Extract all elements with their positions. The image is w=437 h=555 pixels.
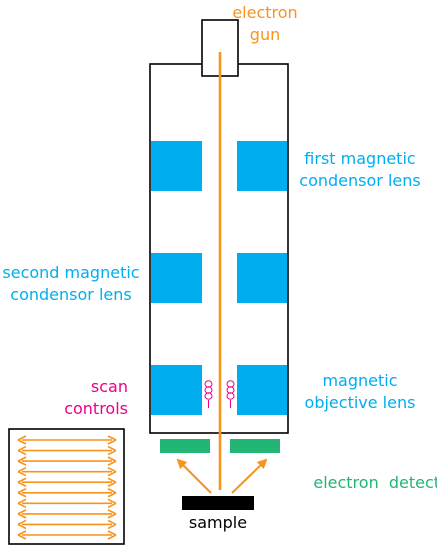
objective-lens-right: [237, 365, 287, 415]
scan-raster-line: [17, 445, 117, 456]
scan-raster-line: [17, 435, 117, 445]
scan-coil-loop: [226, 386, 235, 394]
scan-coil-right: [226, 380, 235, 408]
scan-raster-line: [17, 477, 117, 487]
scan-raster-line: [17, 530, 117, 540]
sample-label-text: sample: [188, 513, 248, 532]
electron-detector-right: [230, 439, 280, 453]
scan-coil-loop: [226, 380, 235, 388]
scan-coil-loop: [204, 386, 213, 394]
scan-raster-line: [17, 466, 117, 477]
scan-coil-loop: [204, 392, 213, 400]
first-lens-label: first magnetic condensor lens: [290, 148, 430, 192]
scan-controls-label-line2: controls: [64, 399, 128, 418]
electron-detector-left: [160, 439, 210, 453]
scan-controls-label: scan controls: [40, 376, 128, 420]
electron-detector-label-text: electron detector: [313, 473, 437, 492]
scan-raster-line: [17, 498, 117, 509]
second-condensor-lens-left: [151, 253, 202, 303]
objective-lens-label-line2: objective lens: [304, 393, 416, 412]
second-condensor-lens-right: [237, 253, 287, 303]
scan-coils: [204, 380, 235, 408]
scan-raster-line: [17, 519, 117, 530]
objective-lens-left: [151, 365, 202, 415]
second-lens-label-line1: second magnetic: [2, 263, 140, 282]
scan-controls-label-line1: scan: [90, 377, 128, 396]
electron-detector-label: electron detector: [293, 450, 437, 516]
sample-label: sample: [176, 512, 260, 534]
scattered-electrons-left: [176, 458, 212, 494]
scan-coil-left: [204, 380, 213, 408]
scan-coil-loop: [204, 380, 213, 388]
first-lens-label-line1: first magnetic: [304, 149, 416, 168]
scan-raster: [17, 435, 117, 540]
objective-lens-label-line1: magnetic: [322, 371, 398, 390]
electron-gun-label-line1: electron: [232, 3, 298, 22]
electron-gun-label-line2: gun: [249, 25, 281, 44]
second-lens-label-line2: condensor lens: [10, 285, 132, 304]
second-lens-label: second magnetic condensor lens: [0, 262, 142, 306]
first-lens-label-line2: condensor lens: [299, 171, 421, 190]
scan-raster-line: [17, 456, 117, 466]
scan-coil-loop: [226, 392, 235, 400]
first-condensor-lens-right: [237, 141, 287, 191]
scan-raster-line: [17, 509, 117, 519]
electron-gun-label: electron gun: [230, 2, 300, 46]
objective-lens-label: magnetic objective lens: [290, 370, 430, 414]
first-condensor-lens-left: [151, 141, 202, 191]
sample-block: [182, 496, 254, 510]
scan-raster-line: [17, 488, 117, 498]
scan-raster-box: [8, 428, 125, 545]
scattered-electrons-right: [231, 458, 268, 494]
